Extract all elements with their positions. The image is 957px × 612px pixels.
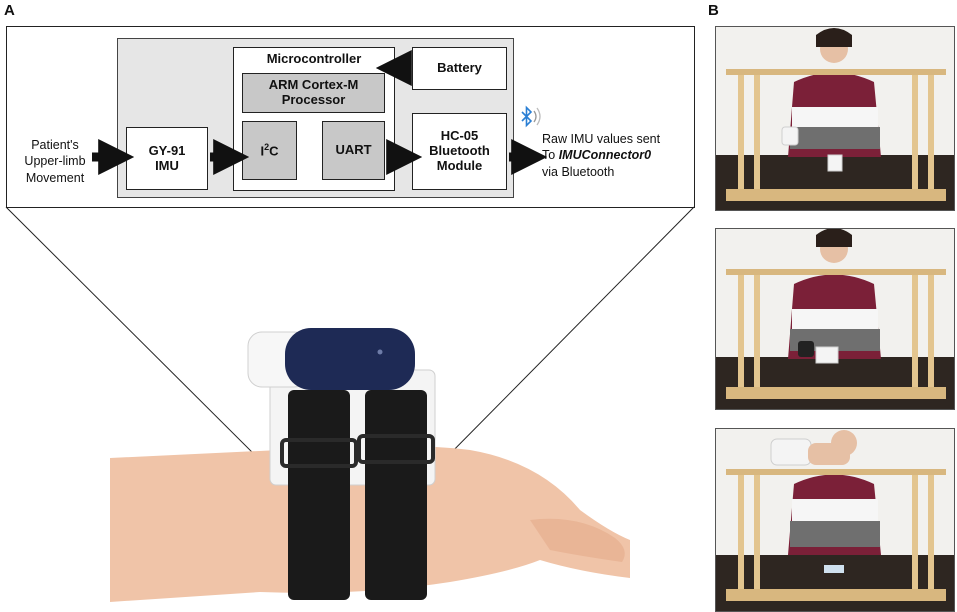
frame-top — [726, 269, 946, 275]
battery-led — [377, 349, 383, 355]
arm-label-line2: Processor — [281, 92, 346, 107]
uart-label: UART — [335, 142, 372, 158]
strap-left — [288, 390, 350, 600]
imu-label-line1: GY-91 — [148, 142, 186, 158]
i2c-label-sup: 2 — [264, 141, 270, 152]
task-scene-3 — [716, 429, 954, 611]
buckle-left — [280, 438, 358, 468]
i2c-label-end: C — [269, 143, 279, 159]
table-surface — [716, 357, 954, 409]
input-line3: Movement — [25, 170, 85, 185]
output-line1: Raw IMU values sent — [542, 132, 661, 146]
output-line3: via Bluetooth — [542, 164, 615, 179]
task-photo-1 — [715, 26, 955, 211]
wrist-illustration — [110, 328, 630, 602]
buckle-right — [357, 434, 435, 464]
arm-label-line1: ARM Cortex-M — [268, 77, 359, 93]
battery-label: Battery — [437, 60, 482, 76]
input-line2: Upper-limb — [24, 154, 86, 169]
i2c-label-main: I — [260, 143, 265, 159]
task-photo-3 — [715, 428, 955, 612]
input-line1: Patient's — [31, 138, 79, 152]
panel-label-a: A — [4, 2, 15, 19]
battery-box: Battery — [412, 47, 507, 90]
bluetooth-icon — [521, 105, 541, 128]
i2c-box: I2C — [242, 121, 297, 180]
frame-top — [726, 469, 946, 475]
panel-label-b: B — [708, 2, 719, 19]
bt-label-line1: HC-05 — [440, 128, 479, 144]
input-label: Patient's Upper-limb Movement — [9, 137, 101, 186]
imu-label-line2: IMU — [155, 157, 179, 173]
frame-base — [726, 387, 946, 399]
task-photo-2 — [715, 228, 955, 410]
uart-box: UART — [322, 121, 385, 180]
battery-cover — [285, 328, 415, 390]
output-line2-emph: IMUConnector0 — [558, 148, 652, 163]
zoom-line-right — [435, 206, 695, 469]
hand-shape — [530, 518, 625, 562]
strap-right — [365, 390, 427, 600]
microcontroller-label: Microcontroller — [266, 51, 362, 66]
bt-label-line2: Bluetooth — [429, 143, 490, 159]
bt-label-line3: Module — [436, 157, 483, 173]
task-scene-1 — [716, 27, 954, 210]
wrist-device-photo — [110, 310, 630, 612]
task-scene-2 — [716, 229, 954, 409]
frame-base — [726, 589, 946, 601]
frame-top — [726, 69, 946, 75]
zoom-line-left — [5, 206, 273, 473]
frame-base — [726, 189, 946, 201]
table-surface — [716, 555, 954, 611]
output-label: Raw IMU values sent To IMUConnector0 via… — [542, 131, 660, 180]
